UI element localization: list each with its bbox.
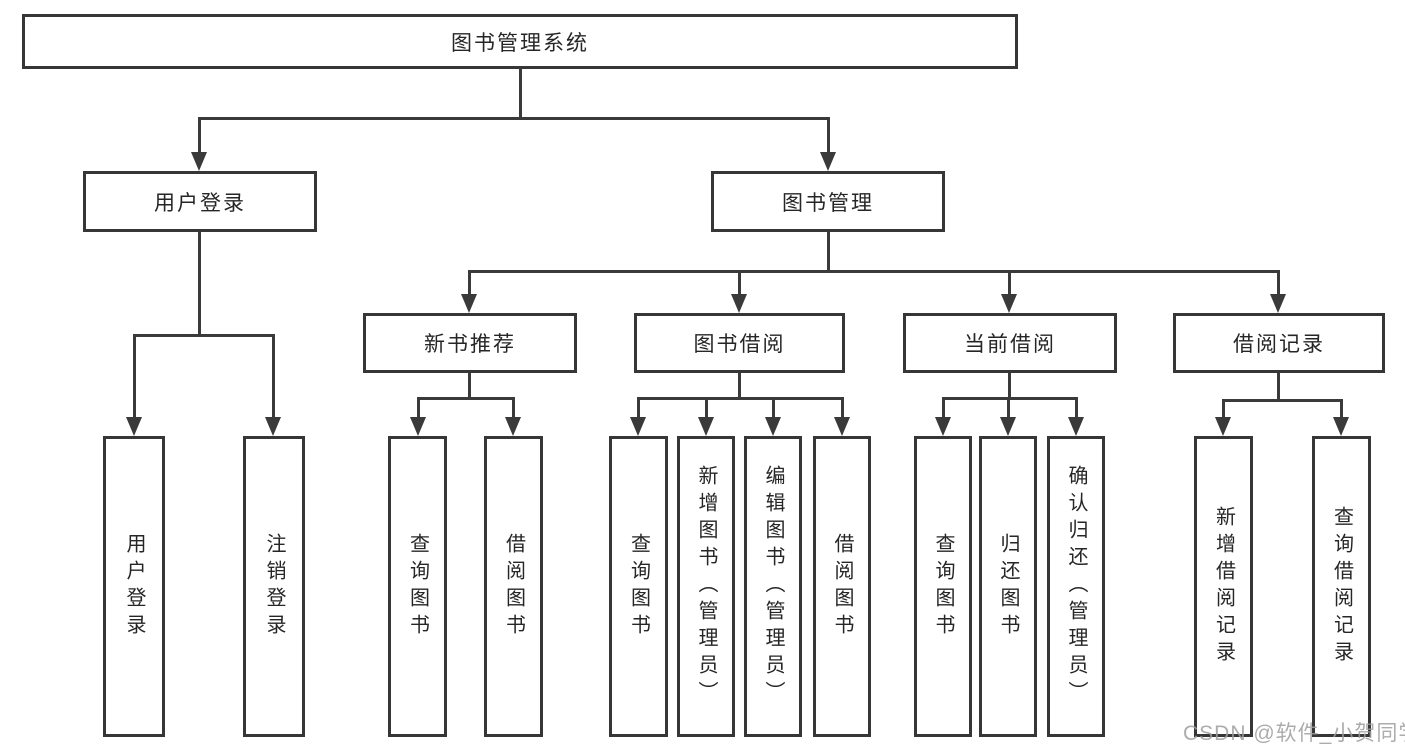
- connector-borrowrecords-stem: [1277, 373, 1280, 402]
- leaf-recommend-borrow-books: 借阅图书: [484, 436, 543, 737]
- connector-drop-leaf-login: [133, 334, 136, 418]
- connector-drop-book-mgmt: [827, 117, 830, 153]
- node-current-borrow: 当前借阅: [903, 313, 1117, 373]
- node-root: 图书管理系统: [22, 14, 1018, 69]
- leaf-borrow-books: 借阅图书: [813, 436, 871, 737]
- connector-bookborrow-hbar: [637, 397, 843, 400]
- leaf-edit-books-admin: 编辑图书（管理员）: [744, 436, 802, 737]
- connector-borrowrecords-hbar: [1222, 399, 1342, 402]
- arrow-down-icon: [265, 417, 281, 436]
- leaf-add-books-admin-label: 新增图书（管理员）: [695, 465, 717, 708]
- connector-drop: [1222, 399, 1225, 418]
- node-new-book-recommend: 新书推荐: [363, 313, 577, 373]
- connector-drop: [637, 397, 640, 418]
- arrow-down-icon: [935, 417, 951, 436]
- node-current-borrow-label: 当前借阅: [964, 333, 1056, 356]
- connector-drop: [1075, 397, 1078, 418]
- leaf-add-borrow-record: 新增借阅记录: [1194, 436, 1253, 737]
- leaf-query-borrow-record: 查询借阅记录: [1312, 436, 1371, 737]
- connector-root-stem: [519, 68, 522, 120]
- arrow-down-icon: [126, 417, 142, 436]
- connector-bookmgmt-stem: [827, 232, 830, 273]
- connector-drop: [942, 397, 945, 418]
- node-new-book-recommend-label: 新书推荐: [424, 333, 516, 356]
- leaf-user-login-label: 用户登录: [123, 532, 145, 641]
- node-borrow-records: 借阅记录: [1173, 313, 1385, 373]
- leaf-user-login: 用户登录: [103, 436, 165, 737]
- leaf-confirm-return-admin-label: 确认归还（管理员）: [1065, 465, 1087, 708]
- connector-drop: [841, 397, 844, 418]
- leaf-logout: 注销登录: [243, 436, 305, 737]
- leaf-recommend-borrow-books-label: 借阅图书: [502, 532, 525, 641]
- connector-drop: [417, 397, 420, 418]
- leaf-return-books-label: 归还图书: [997, 532, 1019, 641]
- leaf-borrow-query-books-label: 查询图书: [627, 532, 650, 641]
- connector-drop: [512, 397, 515, 418]
- connector-userlogin-hbar: [133, 334, 275, 337]
- connector-newbook-stem: [468, 373, 471, 400]
- node-user-login: 用户登录: [83, 171, 317, 232]
- connector-bookmgmt-hbar: [468, 270, 1279, 273]
- connector-drop-current-borrow: [1008, 270, 1011, 295]
- arrow-down-icon: [630, 417, 646, 436]
- arrow-down-icon: [1068, 417, 1084, 436]
- connector-drop-new-book: [468, 270, 471, 295]
- csdn-watermark: CSDN @软件_小贺同学: [1183, 722, 1405, 745]
- arrow-down-icon: [820, 152, 836, 171]
- leaf-current-query-books-label: 查询图书: [932, 532, 954, 641]
- connector-userlogin-stem: [198, 232, 201, 336]
- connector-drop-borrow-records: [1277, 270, 1280, 295]
- leaf-return-books: 归还图书: [979, 436, 1037, 737]
- node-root-label: 图书管理系统: [451, 31, 589, 55]
- node-book-borrow-label: 图书借阅: [693, 333, 786, 356]
- node-book-borrow: 图书借阅: [634, 313, 845, 373]
- arrow-down-icon: [1001, 294, 1017, 313]
- connector-drop: [772, 397, 775, 418]
- leaf-recommend-query-books: 查询图书: [388, 436, 447, 737]
- arrow-down-icon: [191, 152, 207, 171]
- connector-currentborrow-stem: [1008, 373, 1011, 400]
- leaf-add-books-admin: 新增图书（管理员）: [677, 436, 735, 737]
- leaf-confirm-return-admin: 确认归还（管理员）: [1047, 436, 1105, 737]
- leaf-query-borrow-record-label: 查询借阅记录: [1330, 505, 1353, 668]
- connector-drop-user-login: [198, 117, 201, 153]
- leaf-add-borrow-record-label: 新增借阅记录: [1212, 505, 1235, 668]
- leaf-borrow-query-books: 查询图书: [609, 436, 668, 737]
- arrow-down-icon: [731, 294, 747, 313]
- connector-drop: [705, 397, 708, 418]
- node-book-management: 图书管理: [711, 171, 945, 232]
- arrow-down-icon: [410, 417, 426, 436]
- connector-root-hbar: [198, 117, 829, 120]
- leaf-borrow-books-label: 借阅图书: [831, 532, 853, 641]
- leaf-current-query-books: 查询图书: [914, 436, 972, 737]
- node-borrow-records-label: 借阅记录: [1233, 333, 1325, 356]
- arrow-down-icon: [1333, 417, 1349, 436]
- arrow-down-icon: [1000, 417, 1016, 436]
- connector-drop: [1007, 397, 1010, 418]
- node-user-login-label: 用户登录: [154, 191, 246, 215]
- connector-drop-book-borrow: [738, 270, 741, 295]
- connector-newbook-hbar: [417, 397, 515, 400]
- arrow-down-icon: [765, 417, 781, 436]
- arrow-down-icon: [1215, 417, 1231, 436]
- arrow-down-icon: [505, 417, 521, 436]
- leaf-edit-books-admin-label: 编辑图书（管理员）: [762, 465, 784, 708]
- arrow-down-icon: [1270, 294, 1286, 313]
- node-book-management-label: 图书管理: [782, 191, 874, 215]
- connector-drop: [1340, 399, 1343, 418]
- leaf-recommend-query-books-label: 查询图书: [406, 532, 429, 641]
- connector-drop-leaf-logout: [272, 334, 275, 418]
- arrow-down-icon: [461, 294, 477, 313]
- arrow-down-icon: [698, 417, 714, 436]
- connector-bookborrow-stem: [738, 373, 741, 400]
- arrow-down-icon: [834, 417, 850, 436]
- leaf-logout-label: 注销登录: [263, 532, 285, 641]
